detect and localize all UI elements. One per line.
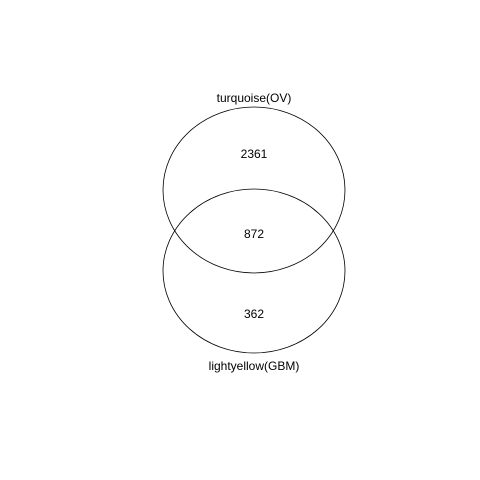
region-count-intersection: 872 [244,227,264,241]
set-label-top: turquoise(OV) [217,91,292,105]
set-label-bottom: lightyellow(GBM) [209,359,300,373]
set-circle-bottom [162,188,346,354]
region-count-top-only: 2361 [241,147,268,161]
region-count-bottom-only: 362 [244,307,264,321]
set-circle-top [162,106,346,274]
